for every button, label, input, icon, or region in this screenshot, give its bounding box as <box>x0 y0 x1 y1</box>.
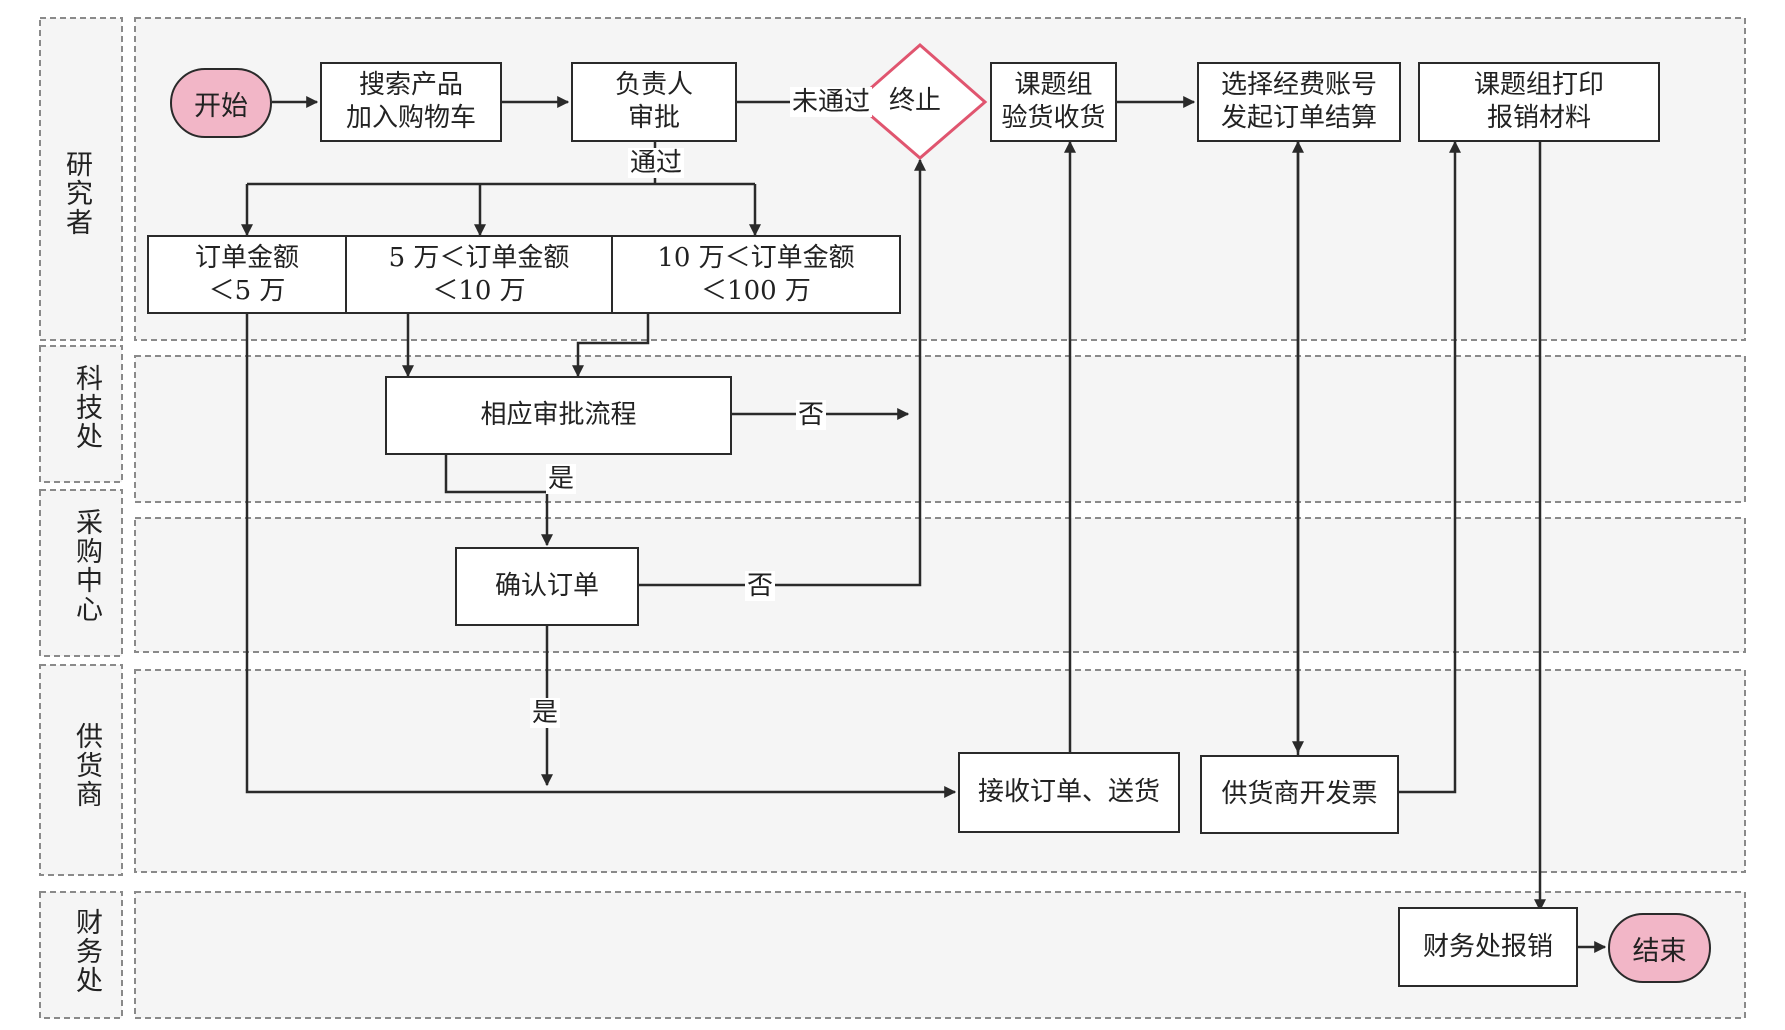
select-account-node: 选择经费账号 发起订单结算 <box>1197 62 1401 142</box>
edge-label-not-passed: 未通过 <box>790 87 873 117</box>
receive-deliver-node: 接收订单、送货 <box>958 752 1180 833</box>
lane-purchase-center-box <box>134 517 1746 653</box>
edge-approval-flow-yes <box>444 453 553 547</box>
lane-researcher-label-box <box>39 17 123 341</box>
lane-label-sci-office: 科技处 <box>71 364 102 451</box>
search-product-node: 搜索产品 加入购物车 <box>320 62 502 142</box>
amount-lt5-node: 订单金额 ＜5 万 <box>147 235 347 314</box>
lane-label-supplier: 供货商 <box>71 722 102 809</box>
terminate-diamond <box>852 43 988 160</box>
lane-purchase-center-label-box <box>39 489 123 657</box>
lane-label-purchase-center: 采购中心 <box>71 508 102 624</box>
edge-10-100-to-approval-flow <box>572 313 650 378</box>
edge-label-confirm-no: 否 <box>745 571 776 601</box>
approval-flow-node: 相应审批流程 <box>385 376 732 455</box>
edge-label-confirm-yes: 是 <box>530 698 561 728</box>
lane-sci-office-label-box <box>39 345 123 483</box>
terminate-label: 终止 <box>889 86 942 116</box>
amount-10-100-node: 10 万＜订单金额 ＜100 万 <box>611 235 901 314</box>
swimlanes <box>39 17 1746 1019</box>
start-node: 开始 <box>170 68 272 138</box>
supplier-invoice-node: 供货商开发票 <box>1200 755 1399 834</box>
end-node: 结束 <box>1608 913 1711 983</box>
lane-label-finance-office: 财务处 <box>71 908 102 995</box>
leader-approve-node: 负责人 审批 <box>571 62 737 142</box>
lane-supplier-label-box <box>39 664 123 876</box>
edge-confirm-no <box>637 158 926 587</box>
edge-label-flow-yes: 是 <box>546 464 577 494</box>
lane-sci-office-box <box>134 355 1746 503</box>
edge-invoice-to-group-print <box>1397 140 1461 794</box>
finance-reimburse-node: 财务处报销 <box>1398 907 1578 987</box>
amount-5-10-node: 5 万＜订单金额 ＜10 万 <box>345 235 613 314</box>
lane-finance-office-label-box <box>39 891 123 1019</box>
edge-label-passed: 通过 <box>628 148 685 178</box>
group-receive-node: 课题组 验货收货 <box>990 62 1117 142</box>
group-print-node: 课题组打印 报销材料 <box>1418 62 1660 142</box>
lane-label-researcher: 研究者 <box>61 150 92 237</box>
edge-lt5-to-receive <box>245 313 957 798</box>
lane-supplier-box <box>134 669 1746 873</box>
edge-label-flow-no: 否 <box>796 400 827 430</box>
connectors <box>241 96 1607 953</box>
confirm-order-node: 确认订单 <box>455 547 639 626</box>
